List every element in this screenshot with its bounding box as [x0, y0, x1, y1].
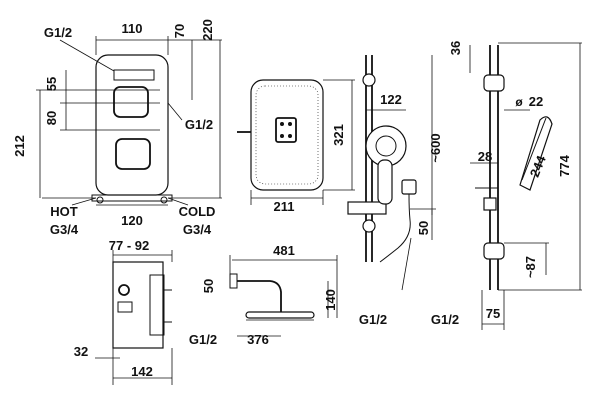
- rail-22-label: 22: [529, 94, 543, 109]
- cold-thread-label: G3/4: [183, 222, 212, 237]
- rail-36-label: 36: [448, 41, 463, 55]
- arm-drop-label: 140: [323, 289, 338, 311]
- panel-body: [95, 54, 169, 196]
- hand-shower-set: 122 ~600 50 G1/2: [347, 55, 443, 327]
- arm-g12-label: G1/2: [189, 332, 217, 347]
- hand-width-label: 122: [380, 92, 402, 107]
- box-body: [112, 261, 164, 349]
- rail-75-label: 75: [486, 306, 500, 321]
- panel-spacing-80: 80: [44, 111, 59, 125]
- arm-50-label: 50: [201, 279, 216, 293]
- panel-g12b-label: G1/2: [185, 117, 213, 132]
- thermostat-panel: G1/2 110 70 220 55 80 212 G1/2 HOT G3/4 …: [12, 19, 222, 237]
- panel-offset-55: 55: [44, 77, 59, 91]
- shower-head: 211 321: [237, 79, 355, 214]
- rail-diameter-symbol: ø: [515, 95, 523, 109]
- panel-width-120: 120: [121, 213, 143, 228]
- arm-376-label: 376: [247, 332, 269, 347]
- head-height-label: 321: [331, 124, 346, 146]
- head-width-label: 211: [274, 199, 295, 214]
- box-depth-label: 77 - 92: [109, 238, 149, 253]
- panel-height-220: 220: [200, 19, 215, 41]
- upper-knob: [113, 86, 149, 118]
- lower-knob: [115, 138, 151, 170]
- panel-depth-70: 70: [172, 24, 187, 38]
- hand-g12-label: G1/2: [359, 312, 387, 327]
- rail-g12-label: G1/2: [431, 312, 459, 327]
- head-body: [250, 79, 324, 191]
- panel-g12-label: G1/2: [44, 25, 72, 40]
- cold-label: COLD: [179, 204, 216, 219]
- arm-length-label: 481: [273, 243, 295, 258]
- slide-rail: 36 ø 22 28 244 774 ~87 G1/2 75: [431, 41, 582, 330]
- box-142-label: 142: [131, 364, 153, 379]
- rail-774-label: 774: [557, 154, 572, 176]
- hot-thread-label: G3/4: [50, 222, 79, 237]
- rail-87-label: ~87: [523, 256, 538, 278]
- rail-28-label: 28: [478, 149, 492, 164]
- hand-50-label: 50: [416, 221, 431, 235]
- panel-width-110: 110: [122, 21, 143, 36]
- hand-hose-label: ~600: [428, 133, 443, 162]
- box-32-label: 32: [74, 344, 88, 359]
- panel-height-212: 212: [12, 135, 27, 157]
- mixer-box: 77 - 92 32 142: [74, 238, 173, 385]
- shower-arm: 481 50 140 G1/2 376: [189, 243, 338, 347]
- hot-label: HOT: [50, 204, 78, 219]
